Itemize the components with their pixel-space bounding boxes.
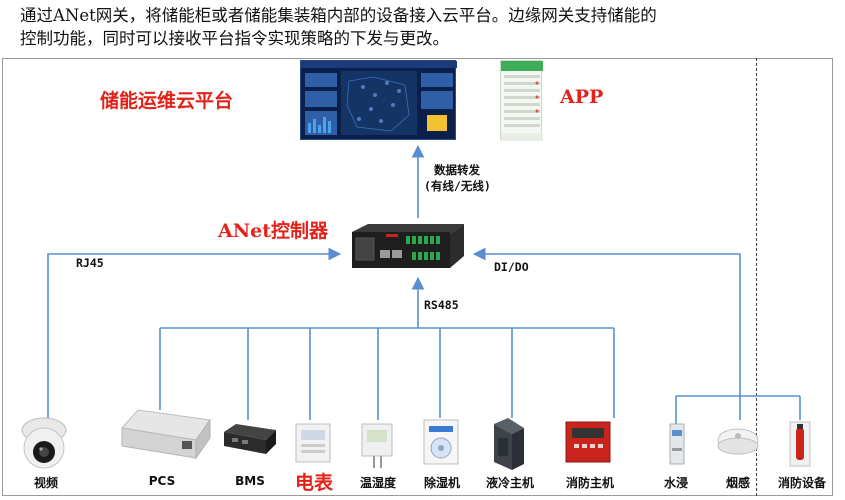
meter-icon — [296, 424, 330, 462]
fire-host-icon — [566, 422, 610, 462]
device-label-dehumidifier: 除湿机 — [424, 474, 460, 491]
device-label-chiller: 液冷主机 — [486, 474, 534, 491]
water-sensor-icon — [670, 424, 684, 464]
smoke-detector-icon — [718, 429, 758, 454]
device-label-water: 水浸 — [664, 474, 688, 491]
device-label-thermo: 温湿度 — [360, 474, 396, 491]
thermometer-icon — [362, 424, 392, 468]
dehumidifier-icon — [424, 420, 458, 464]
chiller-icon — [494, 418, 524, 470]
device-label-meter: 电表 — [295, 468, 333, 495]
device-label-smoke: 烟感 — [726, 474, 750, 491]
camera-icon — [22, 418, 66, 468]
device-label-bms: BMS — [235, 474, 265, 488]
device-label-fire-equipment: 消防设备 — [778, 474, 826, 491]
pcs-icon — [122, 410, 210, 458]
device-label-camera: 视频 — [34, 474, 58, 491]
device-label-fire-host: 消防主机 — [566, 474, 614, 491]
bms-icon — [224, 424, 276, 454]
fire-equipment-icon — [790, 422, 810, 466]
device-label-pcs: PCS — [149, 474, 175, 488]
